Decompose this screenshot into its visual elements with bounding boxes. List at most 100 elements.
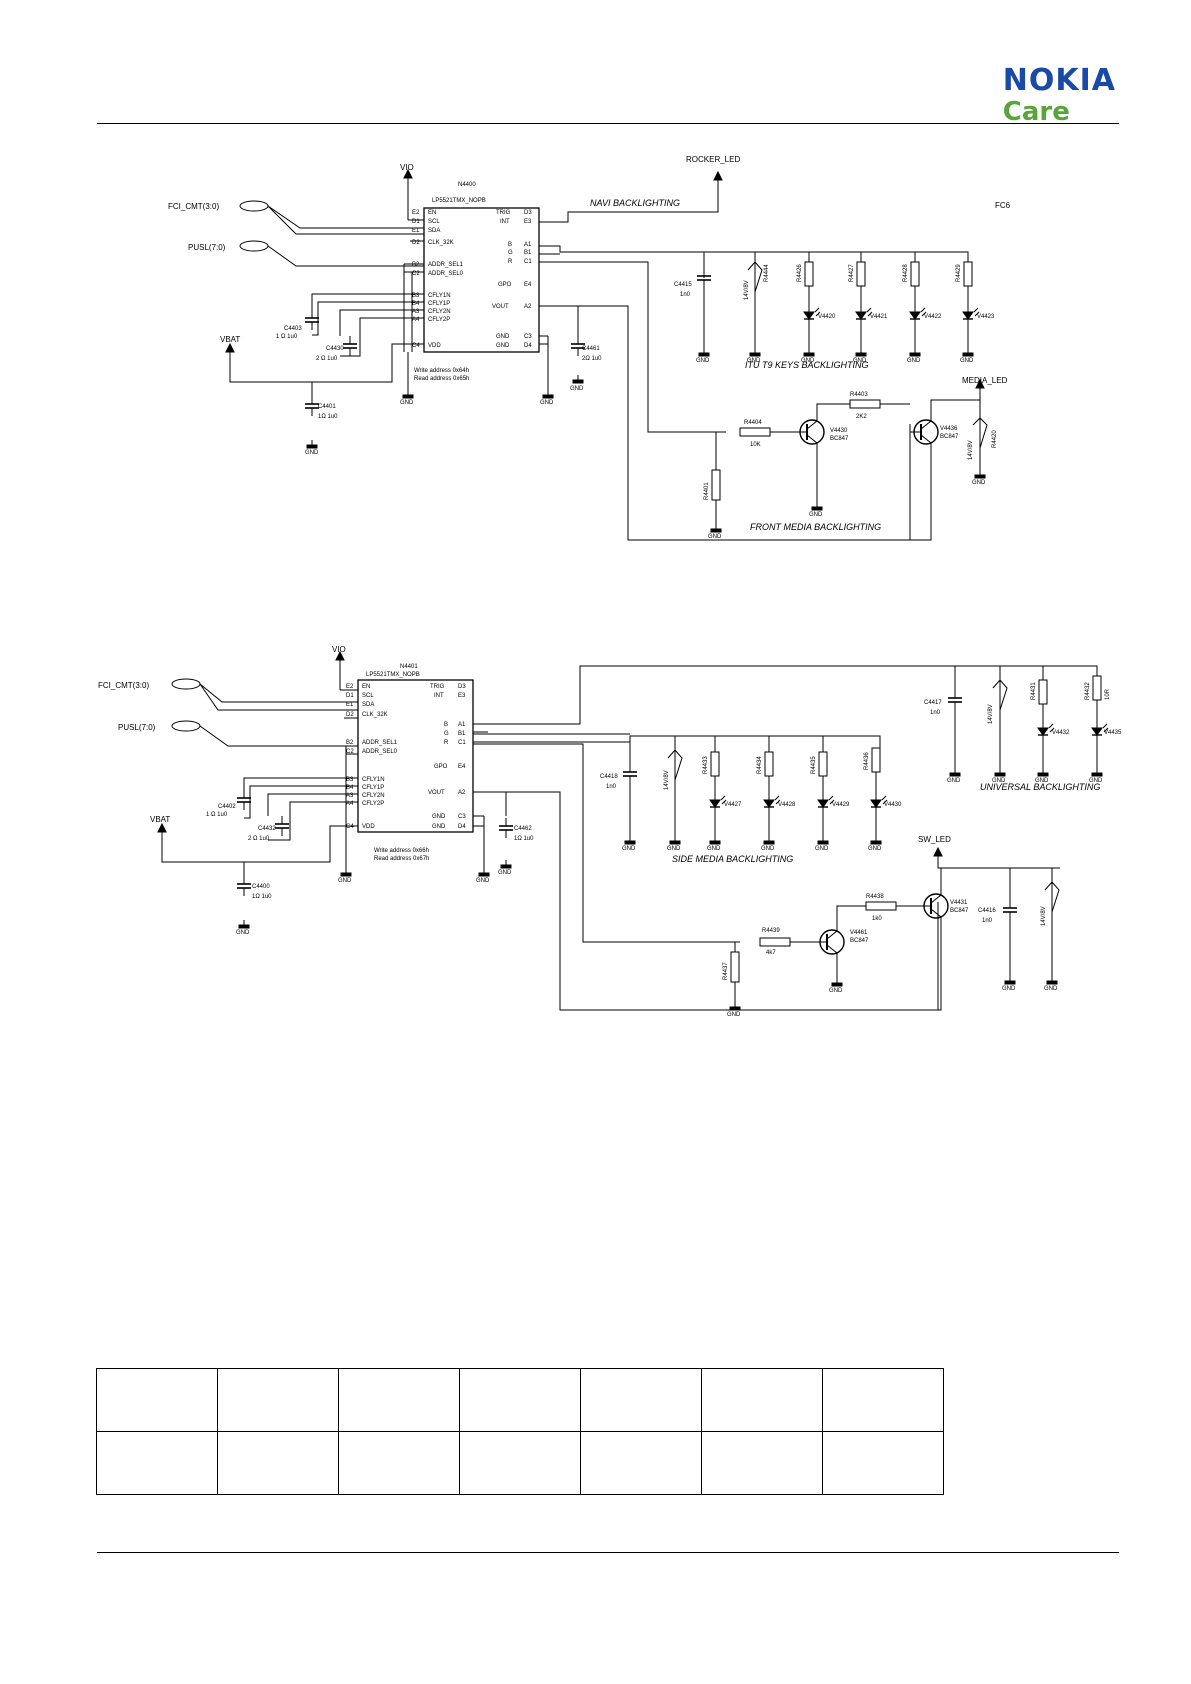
addr-read: Read address 0x65h bbox=[414, 376, 469, 382]
cap-ref-c4461: C4461 bbox=[582, 346, 600, 352]
pin-b-2: B bbox=[444, 722, 448, 728]
tr-v4461-part: BC847 bbox=[850, 938, 869, 944]
res-val-1k0: 1k0 bbox=[872, 916, 882, 922]
pin-cfly1p-2: CFLY1P bbox=[362, 785, 384, 791]
pin-vdd-2: VDD bbox=[362, 824, 375, 830]
ic-n4401-body bbox=[357, 679, 474, 833]
table-row bbox=[96, 1368, 944, 1432]
gnd-label: GND bbox=[1044, 986, 1058, 992]
led-v4422: V4422 bbox=[924, 314, 942, 320]
pin-gnd-a-2: GND bbox=[432, 814, 446, 820]
pin-g-2: G bbox=[444, 731, 449, 737]
led-v4421: V4421 bbox=[870, 314, 888, 320]
pin-scl: SCL bbox=[428, 219, 440, 225]
res-r4432: R4432 bbox=[1085, 682, 1091, 700]
ic-n4400-body bbox=[423, 207, 540, 353]
gnd-label: GND bbox=[829, 988, 843, 994]
pin-cfly2n: CFLY2N bbox=[428, 309, 451, 315]
pin-clk-2: CLK_32K bbox=[362, 712, 388, 718]
ball-r7: C3 bbox=[524, 334, 532, 340]
cap-val-c4430: 2 Ω 1u0 bbox=[316, 356, 338, 362]
gnd-label: GND bbox=[801, 358, 815, 364]
tr-v4461-ref: V4461 bbox=[850, 930, 868, 936]
ball-r3-2: B1 bbox=[458, 731, 466, 737]
led-v4432: V4432 bbox=[1052, 730, 1070, 736]
ball-l5-2: C2 bbox=[346, 749, 354, 755]
ball-l2: E1 bbox=[412, 228, 420, 234]
ball-r2: A1 bbox=[524, 242, 532, 248]
res-r4401: R4401 bbox=[704, 482, 710, 500]
gnd-label: GND bbox=[947, 778, 961, 784]
nokia-care-logo: NOKIA Care bbox=[1003, 66, 1116, 127]
gnd-label: GND bbox=[815, 846, 829, 852]
led-v4423: V4423 bbox=[977, 314, 995, 320]
ball-l9: A4 bbox=[412, 317, 420, 323]
res-r4433: R4433 bbox=[703, 756, 709, 774]
table-cell bbox=[701, 1368, 823, 1432]
pin-sda-2: SDA bbox=[362, 702, 374, 708]
net-fci-2: FCI_CMT(3:0) bbox=[98, 681, 149, 690]
table-cell bbox=[96, 1431, 218, 1495]
cap-ref-c4402: C4402 bbox=[218, 804, 236, 810]
cap-ref-c4415: C4415 bbox=[674, 282, 692, 288]
ball-r4: C1 bbox=[524, 259, 532, 265]
ic-ref-2: N4401 bbox=[400, 664, 418, 670]
pin-cfly1n: CFLY1N bbox=[428, 293, 451, 299]
section-navi: NAVI BACKLIGHTING bbox=[590, 198, 680, 208]
cap-ref-c4418: C4418 bbox=[600, 774, 618, 780]
gnd-label: GND bbox=[1089, 778, 1103, 784]
gnd-label: GND bbox=[809, 512, 823, 518]
table-cell bbox=[459, 1368, 581, 1432]
pin-g: G bbox=[508, 250, 513, 256]
led-v4420: V4420 bbox=[818, 314, 836, 320]
res-r4434: R4434 bbox=[757, 756, 763, 774]
gnd-label: GND bbox=[1002, 986, 1016, 992]
pin-cfly1n-2: CFLY1N bbox=[362, 777, 385, 783]
pin-r: R bbox=[508, 259, 513, 265]
pin-r-2: R bbox=[444, 740, 449, 746]
ball-r0: D3 bbox=[524, 210, 532, 216]
pin-gpo-2: GPO bbox=[434, 764, 448, 770]
led-v4429: V4429 bbox=[832, 802, 850, 808]
tr-v4436-ref: V4436 bbox=[940, 426, 958, 432]
cap-val-c4418: 1n0 bbox=[606, 784, 617, 790]
addr-read-2: Read address 0x67h bbox=[374, 856, 429, 862]
pin-addr0-2: ADDR_SEL0 bbox=[362, 749, 398, 755]
pin-cfly2p: CFLY2P bbox=[428, 317, 450, 323]
ball-l4: B2 bbox=[412, 262, 420, 268]
net-media: MEDIA_LED bbox=[962, 376, 1008, 385]
addr-write: Write address 0x64h bbox=[414, 368, 469, 374]
led-v4435: V4435 bbox=[1104, 730, 1122, 736]
gnd-label: GND bbox=[853, 358, 867, 364]
pin-addr0: ADDR_SEL0 bbox=[428, 271, 464, 277]
cap-ref-c4401: C4401 bbox=[318, 404, 336, 410]
pin-trig: TRIG bbox=[496, 210, 511, 216]
varistor-val-sw: 14V/8V bbox=[1041, 906, 1047, 926]
res-r4404: R4404 bbox=[744, 420, 762, 426]
ball-l10: C4 bbox=[412, 343, 420, 349]
net-sw-led: SW_LED bbox=[918, 835, 951, 844]
cap-ref-c4432: C4432 bbox=[258, 826, 276, 832]
header-rule bbox=[97, 123, 1119, 124]
ball-l7-2: B4 bbox=[346, 785, 354, 791]
schematic-2-labels: VIO FCI_CMT(3:0) PUSL(7:0) VBAT SW_LED N… bbox=[98, 645, 1122, 1018]
varistor-val-2: 14V/8V bbox=[968, 440, 974, 460]
res-r4427: R4427 bbox=[849, 264, 855, 282]
ball-r7-2: C3 bbox=[458, 814, 466, 820]
ic-part-2: LP5521TMX_NOPB bbox=[366, 672, 420, 678]
ball-r3: B1 bbox=[524, 250, 532, 256]
ball-r0-2: D3 bbox=[458, 684, 466, 690]
ball-l10-2: C4 bbox=[346, 824, 354, 830]
table-cell bbox=[338, 1431, 460, 1495]
res-r4403: R4403 bbox=[850, 392, 868, 398]
gnd-label: GND bbox=[747, 358, 761, 364]
cap-val-c4432: 2 Ω 1u0 bbox=[248, 836, 270, 842]
gnd-label: GND bbox=[1035, 778, 1049, 784]
gnd-label: GND bbox=[972, 480, 986, 486]
section-front: FRONT MEDIA BACKLIGHTING bbox=[750, 522, 881, 532]
gnd-label: GND bbox=[960, 358, 974, 364]
pin-vdd: VDD bbox=[428, 343, 441, 349]
res-r4436: R4436 bbox=[864, 752, 870, 770]
gnd-label: GND bbox=[761, 846, 775, 852]
res-val-10k: 10K bbox=[750, 442, 761, 448]
